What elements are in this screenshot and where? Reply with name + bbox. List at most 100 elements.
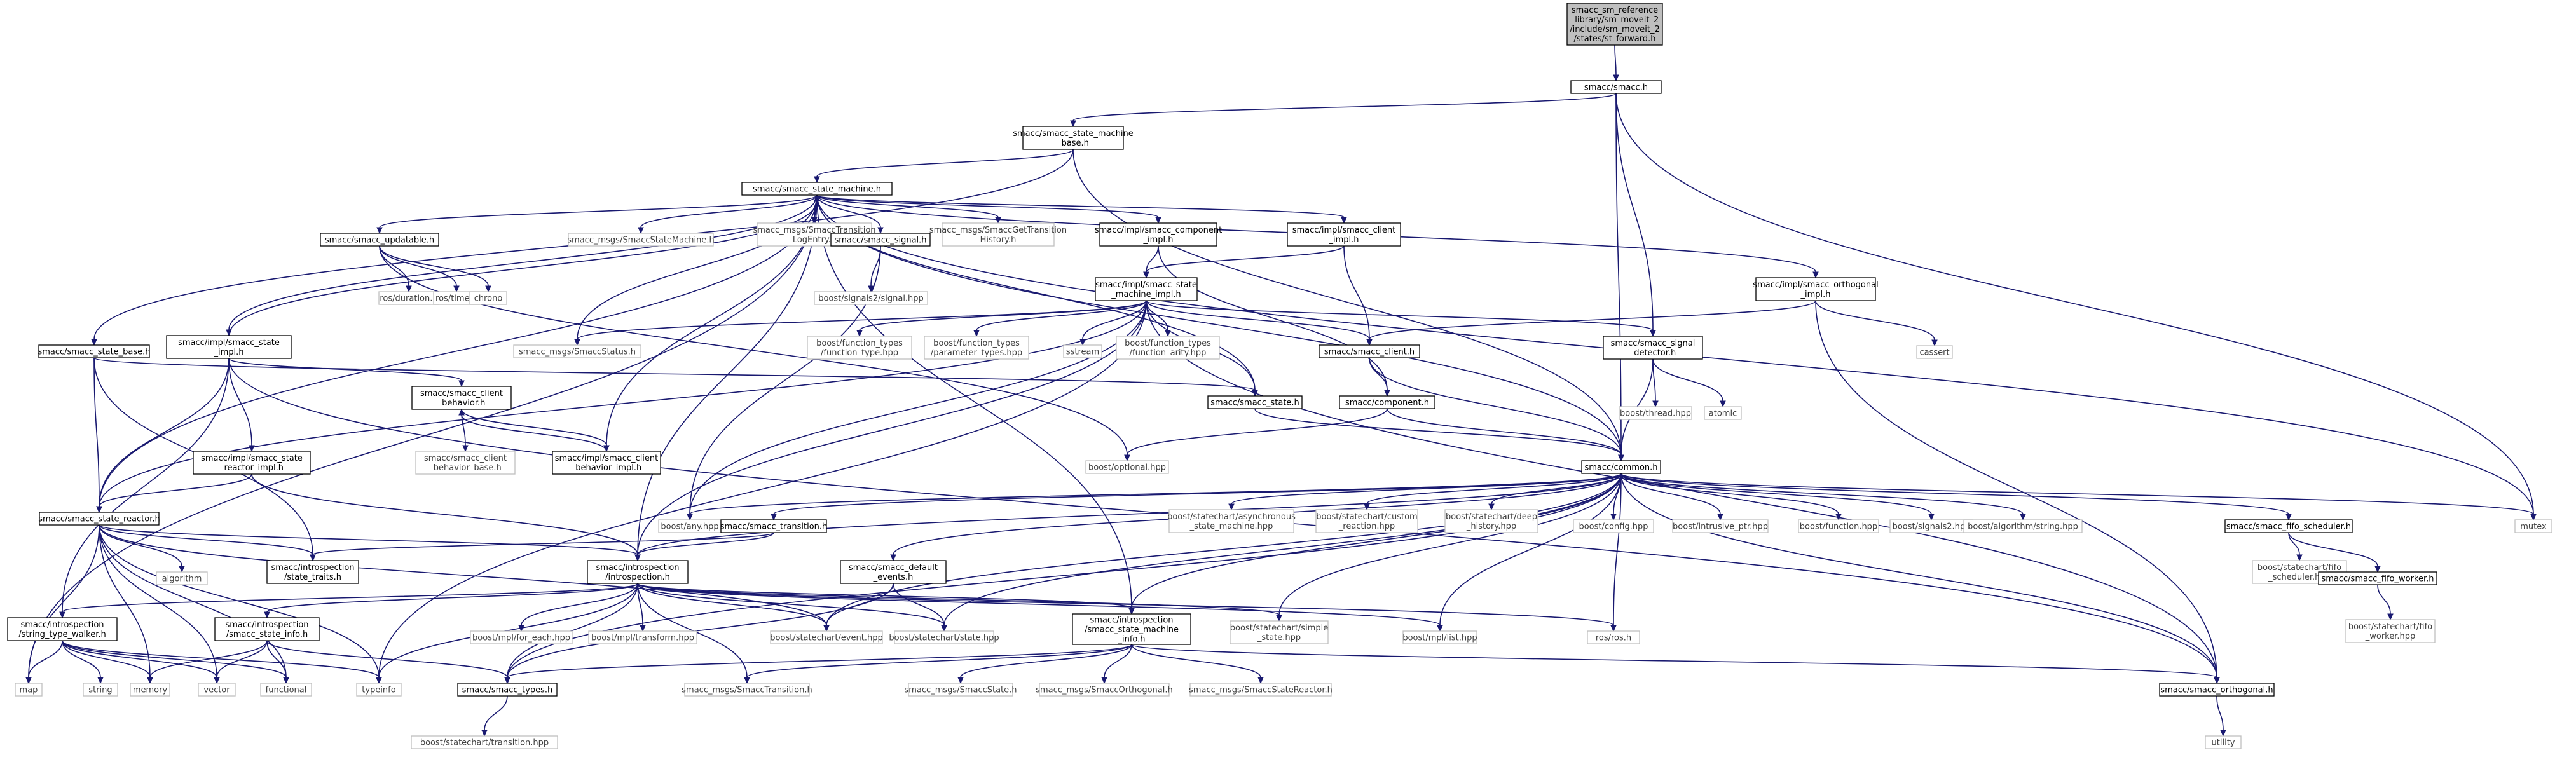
node-sstream[interactable]: sstream (1063, 344, 1102, 358)
edge-orth_impl-to-cassert (1815, 300, 1938, 347)
node-sc_event[interactable]: boost/statechart/event.hpp (770, 630, 883, 644)
node-state_traits[interactable]: smacc/introspection/state_traits.h (266, 560, 359, 584)
edge-common_h-to-boost_function (1620, 473, 1842, 521)
node-box (214, 617, 320, 641)
node-types_h[interactable]: smacc/smacc_types.h (457, 683, 558, 697)
node-label: boost/function.hpp (1800, 522, 1877, 532)
node-mpl_transform[interactable]: boost/mpl/transform.hpp (588, 630, 697, 644)
node-sm_info[interactable]: smacc/introspection/smacc_state_machine_… (1072, 613, 1191, 645)
node-smacc_h[interactable]: smacc/smacc.h (1570, 80, 1662, 94)
node-memory[interactable]: memory (130, 683, 170, 697)
node-ft_arity[interactable]: boost/function_types/function_arity.hpp (1116, 336, 1220, 360)
node-ft_type[interactable]: boost/function_types/function_type.hpp (807, 336, 912, 360)
node-root[interactable]: smacc_sm_reference_library/sm_moveit_2/i… (1566, 3, 1663, 46)
node-label: smacc/smacc_client (420, 389, 503, 398)
node-sc_fifo_sched[interactable]: boost/statechart/fifo_scheduler.hpp (2252, 560, 2347, 584)
node-sc_transition[interactable]: boost/statechart/transition.hpp (411, 735, 558, 749)
node-boost_intrusive[interactable]: boost/intrusive_ptr.hpp (1672, 519, 1769, 533)
node-typeinfo[interactable]: typeinfo (356, 683, 402, 697)
node-map[interactable]: map (15, 683, 43, 697)
node-mutex[interactable]: mutex (2514, 519, 2552, 533)
node-label: boost/intrusive_ptr.hpp (1673, 522, 1768, 532)
node-cb_base[interactable]: smacc/smacc_client_behavior_base.h (415, 451, 516, 475)
node-utility[interactable]: utility (2205, 735, 2242, 749)
edge-state_machine-to-msg_gth (816, 194, 1001, 224)
node-mpl_list[interactable]: boost/mpl/list.hpp (1402, 630, 1477, 644)
node-state_info[interactable]: smacc/introspection/smacc_state_info.h (214, 617, 320, 641)
node-sc_state[interactable]: boost/statechart/state.hpp (889, 630, 999, 644)
node-state_base[interactable]: smacc/smacc_state_base.h (38, 344, 151, 358)
edge-state_reactor-to-functional (99, 524, 289, 684)
edge-state_info-to-types_h (266, 640, 510, 684)
node-fifo_worker[interactable]: smacc/smacc_fifo_worker.h (2318, 571, 2437, 585)
node-state_impl[interactable]: smacc/impl/smacc_state_impl.h (166, 335, 292, 359)
node-transition_h[interactable]: smacc/smacc_transition.h (720, 519, 828, 533)
node-state_reactor[interactable]: smacc/smacc_state_reactor.h (38, 512, 160, 526)
node-boost_thread[interactable]: boost/thread.hpp (1619, 406, 1692, 420)
node-functional[interactable]: functional (260, 683, 312, 697)
node-msg_state[interactable]: smacc_msgs/SmaccState.h (905, 683, 1017, 697)
node-ros_duration[interactable]: ros/duration.h (378, 291, 439, 305)
node-algorithm[interactable]: algorithm (156, 571, 208, 585)
node-sc_fifo_worker[interactable]: boost/statechart/fifo_worker.hpp (2345, 619, 2436, 643)
edge-state_h-to-common_h (1254, 408, 1624, 462)
node-sc_deep[interactable]: boost/statechart/deep_history.hpp (1444, 509, 1538, 533)
node-boost_config[interactable]: boost/config.hpp (1573, 519, 1654, 533)
node-client_h[interactable]: smacc/smacc_client.h (1319, 344, 1420, 358)
node-default_events[interactable]: smacc/smacc_default_events.h (840, 560, 947, 584)
node-label: /introspection.h (605, 573, 670, 582)
node-msg_sr[interactable]: smacc_msgs/SmaccStateReactor.h (1189, 683, 1333, 697)
node-vector[interactable]: vector (198, 683, 236, 697)
node-sc_simple[interactable]: boost/statechart/simple_state.hpp (1230, 620, 1329, 644)
node-common_h[interactable]: smacc/common.h (1581, 460, 1661, 474)
node-mpl_foreach[interactable]: boost/mpl/for_each.hpp (470, 630, 573, 644)
node-box (1315, 509, 1418, 533)
node-orth_impl[interactable]: smacc/impl/smacc_orthogonal_impl.h (1753, 277, 1879, 301)
node-ros_h[interactable]: ros/ros.h (1587, 630, 1640, 644)
node-introspection[interactable]: smacc/introspection/introspection.h (587, 560, 689, 584)
edge-common_h-to-boost_signals2 (1620, 473, 1935, 521)
node-cassert[interactable]: cassert (1916, 345, 1953, 359)
node-boost_algo[interactable]: boost/algorithm/string.hpp (1963, 519, 2083, 533)
node-boost_signals2[interactable]: boost/signals2.hpp (1889, 519, 1973, 533)
node-chrono[interactable]: chrono (469, 291, 507, 305)
node-comp_impl[interactable]: smacc/impl/smacc_component_impl.h (1095, 222, 1222, 247)
node-cb_impl[interactable]: smacc/impl/smacc_client_behavior_impl.h (552, 451, 661, 475)
node-orthogonal_h[interactable]: smacc/smacc_orthogonal.h (2159, 683, 2275, 697)
node-msg_sm[interactable]: smacc_msgs/SmaccStateMachine.h (567, 233, 715, 247)
node-boost_signal[interactable]: boost/signals2/signal.hpp (814, 291, 928, 305)
node-boost_function[interactable]: boost/function.hpp (1798, 519, 1879, 533)
node-client_behavior[interactable]: smacc/smacc_client_behavior.h (411, 386, 512, 410)
node-label: smacc/smacc_orthogonal.h (2160, 686, 2273, 695)
node-atomic[interactable]: atomic (1704, 406, 1742, 420)
node-sc_async[interactable]: boost/statechart/asynchronous_state_mach… (1167, 509, 1296, 533)
node-boost_any[interactable]: boost/any.hpp (658, 519, 722, 533)
node-ft_param[interactable]: boost/function_types/parameter_types.hpp (924, 336, 1029, 360)
node-fifo_sched[interactable]: smacc/smacc_fifo_scheduler.h (2224, 519, 2353, 533)
node-label: boost/mpl/transform.hpp (591, 634, 694, 643)
node-box (1168, 509, 1294, 533)
node-sc_custom[interactable]: boost/statechart/custom_reaction.hpp (1315, 509, 1418, 533)
node-sr_impl[interactable]: smacc/impl/smacc_state_reactor_impl.h (193, 451, 311, 475)
node-sm_base[interactable]: smacc/smacc_state_machine_base.h (1013, 126, 1134, 150)
node-state_machine[interactable]: smacc/smacc_state_machine.h (741, 182, 893, 196)
node-signal_detector[interactable]: smacc/smacc_signal_detector.h (1603, 336, 1703, 360)
node-msg_orth[interactable]: smacc_msgs/SmaccOrthogonal.h (1036, 683, 1173, 697)
node-boost_optional[interactable]: boost/optional.hpp (1085, 460, 1169, 474)
node-ros_time[interactable]: ros/time.h (433, 291, 480, 305)
node-updatable[interactable]: smacc/smacc_updatable.h (320, 233, 439, 247)
node-string[interactable]: string (83, 683, 118, 697)
node-string_walker[interactable]: smacc/introspection/string_type_walker.h (7, 617, 118, 641)
node-sm_impl[interactable]: smacc/impl/smacc_state_machine_impl.h (1095, 277, 1198, 301)
node-msg_transition[interactable]: smacc_msgs/SmaccTransition.h (682, 683, 812, 697)
node-signal_h[interactable]: smacc/smacc_signal.h (830, 233, 931, 247)
node-msg_status[interactable]: smacc_msgs/SmaccStatus.h (513, 344, 641, 358)
edge-signal_detector-to-boost_thread (1652, 358, 1659, 408)
node-state_h[interactable]: smacc/smacc_state.h (1207, 395, 1303, 409)
node-client_impl[interactable]: smacc/impl/smacc_client_impl.h (1287, 222, 1401, 247)
node-component_h[interactable]: smacc/component.h (1339, 395, 1435, 409)
node-box (38, 344, 150, 358)
edge-sm_impl-to-ft_param (973, 300, 1147, 337)
node-box (15, 683, 43, 697)
